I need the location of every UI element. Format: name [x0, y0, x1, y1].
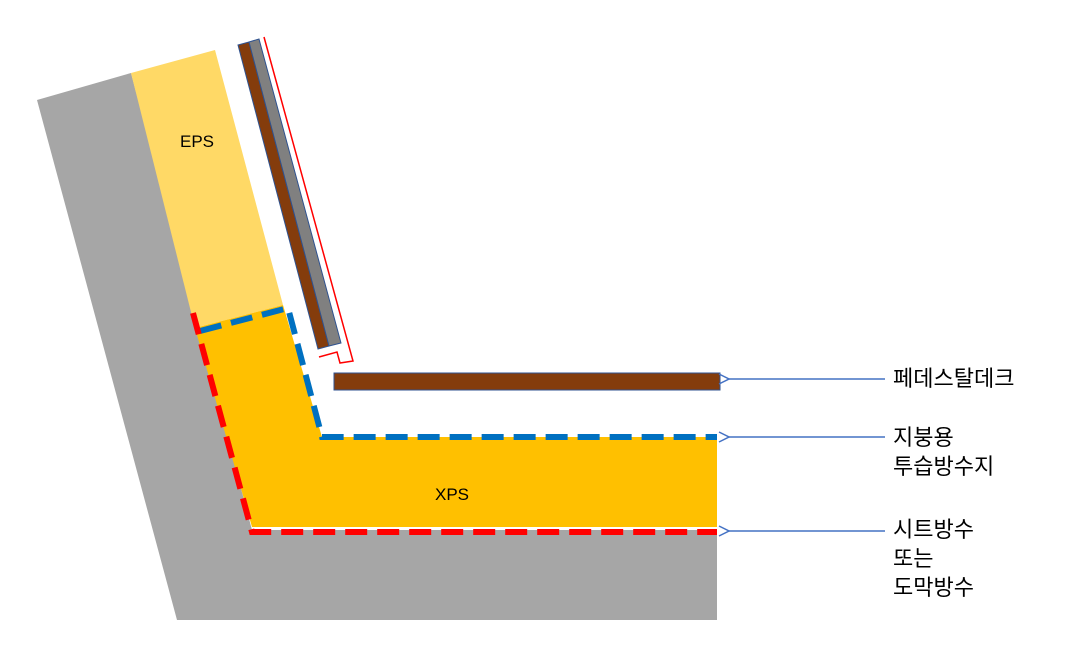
xps-insulation: [195, 305, 717, 527]
pedestal-deck: [333, 372, 721, 391]
waterproofing-label: 시트방수 또는 도막방수: [893, 516, 974, 603]
label-line: 시트방수: [893, 518, 974, 543]
panel-gray-layer: [248, 38, 342, 347]
panel-red-outline: [263, 36, 354, 364]
membrane-label: 지붕용 투습방수지: [893, 424, 994, 482]
waterproofing-dashed-line: [190, 312, 717, 535]
label-line: 도막방수: [893, 576, 974, 601]
label-line: 또는: [893, 547, 934, 572]
eps-label: EPS: [180, 132, 215, 151]
eps-insulation: [131, 50, 283, 328]
label-line: 페데스탈데크: [893, 367, 1015, 392]
label-line: 지붕용: [893, 426, 954, 451]
xps-label: XPS: [435, 485, 470, 504]
pedestal-deck-label: 페데스탈데크: [893, 365, 1014, 394]
label-line: 투습방수지: [893, 455, 995, 480]
concrete-structure: [37, 73, 717, 620]
roof-membrane-dashed-line: [199, 304, 717, 440]
